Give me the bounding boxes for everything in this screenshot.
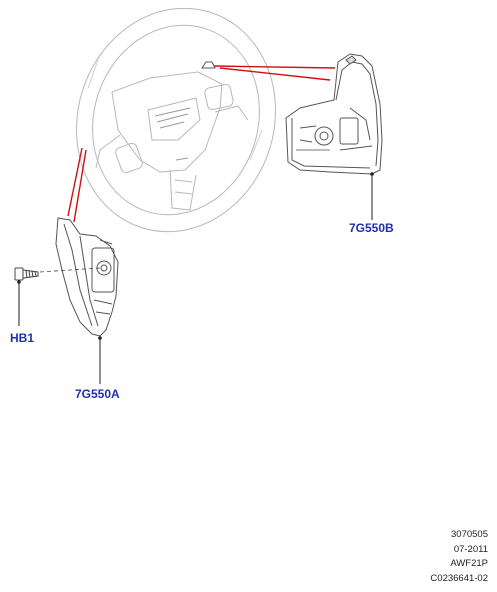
screw-leader-dot: [17, 280, 21, 284]
paddle-right-leader-dot: [370, 172, 374, 176]
paddle-left: [55, 217, 119, 337]
steering-wheel: [75, 7, 277, 233]
screw: [14, 267, 39, 281]
callout-7g550b: 7G550B: [349, 221, 394, 235]
wheel-mounting-tab: [201, 61, 216, 69]
screw-connector: [39, 267, 101, 273]
leader-lines: [67, 65, 336, 223]
drawing-date: 07-2011: [453, 543, 488, 555]
drawing-reference-block: 3070505 07-2011 AWF21P C0236641-02: [430, 528, 488, 586]
paddle-right: [285, 53, 383, 175]
callout-7g550a: 7G550A: [75, 387, 120, 401]
paddle-left-leader-dot: [98, 336, 102, 340]
drawing-number: 3070505: [451, 529, 488, 540]
model-code: AWF21P: [450, 558, 488, 569]
callout-hb1: HB1: [10, 331, 34, 345]
illustration-id: C0236641-02: [430, 572, 488, 584]
